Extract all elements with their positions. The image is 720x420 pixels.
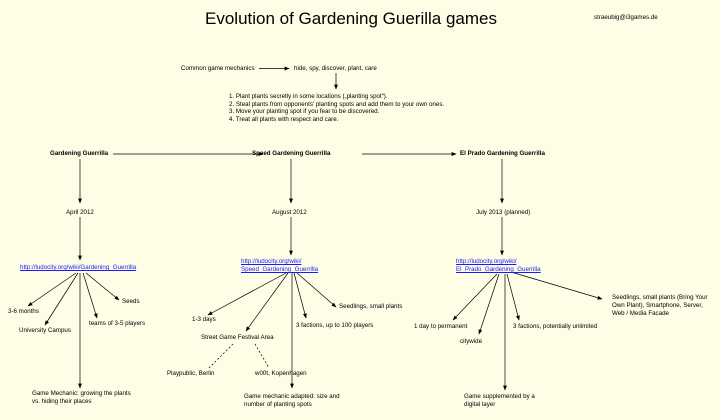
gg-wiki-link[interactable]: http://ludocity.org/wiki/Gardening_Guerr…: [20, 264, 137, 271]
sgg-berlin: Playpublic, Berlin: [167, 370, 215, 377]
node-speed-gardening-guerrilla: Speed Gardening Guerrilla: [252, 150, 331, 157]
mechanics-label: Common game mechanics: [181, 65, 255, 72]
mechanics-step: 3. Move your planting spot if you fear t…: [229, 108, 380, 116]
page-title: Evolution of Gardening Guerilla games: [205, 9, 497, 28]
gg-location: University Campus: [19, 327, 71, 334]
node-el-prado-gardening-guerrilla: El Prado Gardening Guerrilla: [460, 150, 545, 157]
sgg-duration: 1-3 days: [192, 316, 216, 323]
sgg-seedlings: Seedlings, small plants: [339, 303, 403, 310]
epgg-seedlings-line3: Web / Media Facade: [612, 310, 669, 317]
node-gardening-guerrilla: Gardening Guerrilla: [50, 150, 109, 157]
mechanics-step: 4. Treat all plants with respect and car…: [229, 115, 339, 123]
gg-mechanic-line1: Game Mechanic: growing the plants: [32, 390, 131, 397]
edge-epgg-factions: [506, 273, 520, 321]
edge-sgg-duration: [207, 272, 287, 316]
author-email: straeubig@i3games.de: [594, 14, 658, 21]
edge-epgg-seedlings: [510, 271, 603, 300]
sgg-mechanic-line1: Game mechanic adapted: size and: [244, 393, 340, 400]
gg-duration: 3-6 months: [8, 308, 39, 315]
edge-gg-teams: [82, 272, 98, 319]
epgg-date: July 2013 (planned): [476, 209, 531, 216]
sgg-wiki-link-line1[interactable]: http://ludocity.org/wiki/: [241, 258, 302, 265]
sgg-festival-area: Street Game Festival Area: [201, 334, 274, 341]
edge-gg-duration: [27, 272, 77, 307]
epgg-layer-line2: digital layer: [464, 401, 496, 408]
sgg-date: August 2012: [272, 209, 307, 216]
edge-gg-campus: [44, 272, 79, 326]
edge-festival-copenhagen: [254, 343, 270, 369]
edge-sgg-factions: [293, 272, 307, 319]
epgg-seedlings-line2: Own Plant), Smartphone, Server,: [612, 302, 703, 309]
edge-epgg-citywide: [478, 273, 500, 335]
mechanics-steps: 1. Plant plants secretly in some locatio…: [229, 93, 444, 123]
edge-festival-berlin: [208, 343, 234, 369]
gg-seeds: Seeds: [122, 298, 140, 305]
mechanics-step: 2. Steal plants from opponents' planting…: [229, 100, 445, 108]
gg-teams: teams of 3-5 players: [89, 320, 146, 327]
epgg-wiki-link-line1[interactable]: http://ludocity.org/wiki/: [456, 258, 517, 265]
edge-epgg-duration: [452, 273, 498, 321]
mechanics-verbs: hide, spy, discover, plant, care: [294, 65, 377, 72]
edge-gg-seeds: [85, 272, 120, 301]
epgg-layer-line1: Game supplemented by a: [464, 393, 535, 400]
epgg-factions: 3 factions, potentially unlimited: [513, 323, 598, 330]
sgg-copenhagen: w00t, Kopenhagen: [255, 370, 307, 377]
epgg-seedlings-line1: Seedlings, small plants (Bring Your: [612, 294, 708, 301]
sgg-mechanic-line2: number of planting spots: [244, 401, 312, 408]
sgg-wiki-link-line2[interactable]: Speed_Gardening_Guerrilla: [241, 266, 319, 273]
epgg-duration: 1 day to permanent: [414, 323, 468, 330]
gg-date: April 2012: [66, 209, 94, 216]
edge-sgg-seedlings: [296, 272, 337, 308]
edge-sgg-festival: [245, 272, 289, 332]
epgg-wiki-link-line2[interactable]: El_Prado_Gardening_Guerrilla: [456, 266, 541, 273]
mechanics-step: 1. Plant plants secretly in some locatio…: [229, 93, 388, 100]
sgg-factions: 3 factions, up to 100 players: [296, 322, 374, 329]
gg-mechanic-line2: vs. hiding their places: [32, 398, 92, 405]
epgg-citywide: citywide: [460, 338, 483, 345]
